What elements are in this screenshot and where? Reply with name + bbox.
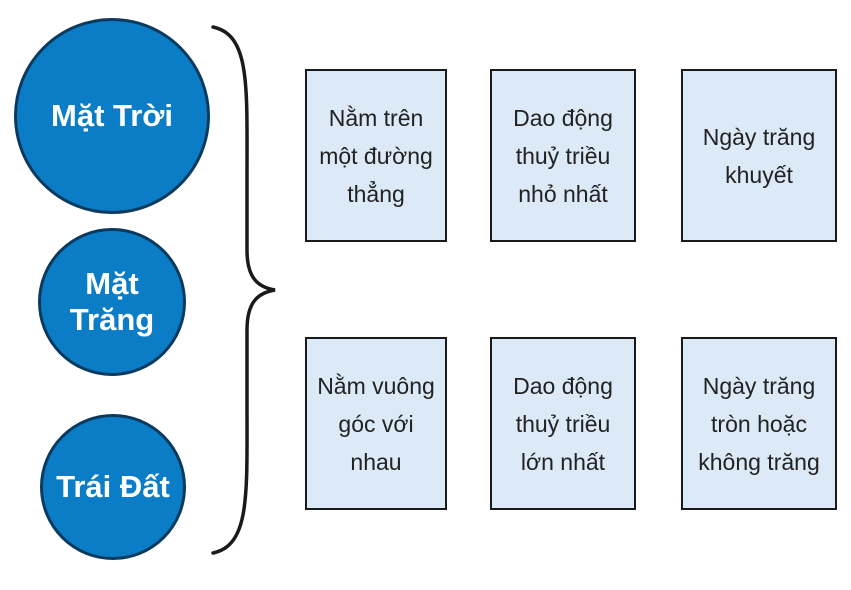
- circle-earth: Trái Đất: [40, 414, 186, 560]
- circle-moon: Mặt Trăng: [38, 228, 186, 376]
- box-crescent-moon-day-text: Ngày trăng khuyết: [702, 123, 816, 188]
- box-aligned-straight-line-text: Nằm trên một đường thẳng: [319, 104, 433, 207]
- box-aligned-straight-line: Nằm trên một đường thẳng: [305, 69, 447, 242]
- box-smallest-tide: Dao động thuỷ triều nhỏ nhất: [490, 69, 636, 242]
- box-crescent-moon-day: Ngày trăng khuyết: [681, 69, 837, 242]
- box-full-or-new-moon-day-text: Ngày trăng tròn hoặc không trăng: [698, 372, 820, 475]
- box-perpendicular: Nằm vuông góc với nhau: [305, 337, 447, 510]
- box-largest-tide-text: Dao động thuỷ triều lớn nhất: [513, 372, 613, 475]
- box-perpendicular-text: Nằm vuông góc với nhau: [317, 372, 435, 475]
- box-full-or-new-moon-day: Ngày trăng tròn hoặc không trăng: [681, 337, 837, 510]
- circle-earth-label: Trái Đất: [56, 469, 170, 504]
- curly-brace: [211, 25, 276, 555]
- circle-sun-label: Mặt Trời: [51, 98, 173, 133]
- box-largest-tide: Dao động thuỷ triều lớn nhất: [490, 337, 636, 510]
- circle-moon-label: Mặt Trăng: [69, 266, 155, 337]
- circle-sun: Mặt Trời: [14, 18, 210, 214]
- box-smallest-tide-text: Dao động thuỷ triều nhỏ nhất: [513, 104, 613, 207]
